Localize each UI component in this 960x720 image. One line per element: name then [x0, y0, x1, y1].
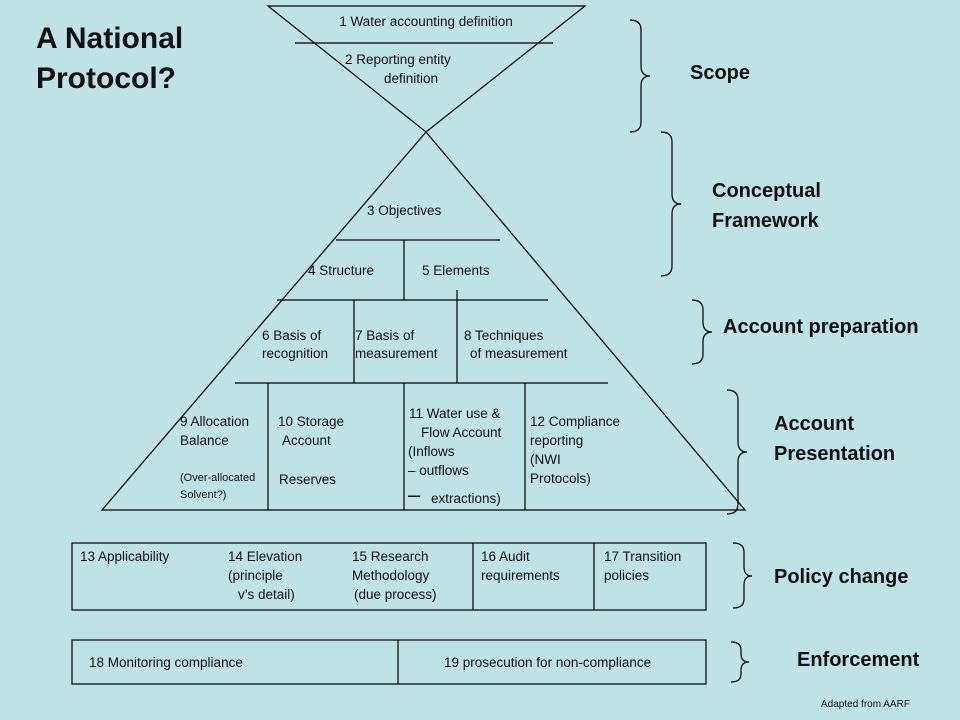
- section-conceptual-line2: Framework: [712, 210, 819, 232]
- brace-policy: [732, 542, 753, 609]
- flow-line4: – outflows: [408, 463, 469, 478]
- elements-label: 5 Elements: [422, 263, 490, 278]
- compliance-line3: (NWI: [530, 452, 561, 467]
- allocation-note-line2: Solvent?): [180, 489, 227, 501]
- transition-line1: 17 Transition: [604, 549, 682, 564]
- elevation-line2: (principle: [228, 568, 283, 583]
- audit-line1: 16 Audit: [481, 549, 530, 564]
- research-line2: Methodology: [352, 568, 430, 583]
- allocation-line2: Balance: [180, 433, 229, 448]
- flow-line1: 11 Water use &: [409, 406, 501, 421]
- flow-line2: Flow Account: [421, 425, 502, 440]
- section-enforcement: Enforcement: [797, 649, 920, 671]
- elevation-line1: 14 Elevation: [228, 549, 303, 564]
- structure-label: 4 Structure: [308, 263, 375, 278]
- funnel-item-2-line1: 2 Reporting entity: [345, 52, 451, 67]
- compliance-line4: Protocols): [530, 471, 591, 486]
- credit-note: Adapted from AARF: [821, 699, 910, 710]
- brace-preparation: [691, 299, 713, 365]
- compliance-line2: reporting: [530, 433, 584, 448]
- recognition-line1: 6 Basis of: [262, 328, 322, 343]
- section-policy: Policy change: [774, 566, 909, 588]
- pyramid-shape: [100, 131, 747, 511]
- transition-line2: policies: [604, 568, 650, 583]
- allocation-line1: 9 Allocation: [180, 414, 250, 429]
- enforcement-box: [71, 639, 707, 685]
- brace-presentation: [726, 389, 748, 515]
- techniques-line1: 8 Techniques: [464, 328, 544, 343]
- storage-line1: 10 Storage: [278, 414, 345, 429]
- monitoring-label: 18 Monitoring compliance: [89, 655, 243, 670]
- funnel-item-1: 1 Water accounting definition: [339, 14, 513, 29]
- storage-line3: Reserves: [279, 472, 337, 487]
- brace-enforcement: [730, 641, 750, 683]
- objectives-label: 3 Objectives: [367, 203, 442, 218]
- funnel-item-2-line2: definition: [384, 71, 439, 86]
- title-line1: A National: [36, 22, 184, 55]
- applicability-label: 13 Applicability: [80, 549, 170, 564]
- flow-line5: extractions): [431, 491, 501, 506]
- research-line3: (due process): [354, 587, 437, 602]
- section-preparation: Account preparation: [723, 316, 919, 338]
- elevation-line3: v’s detail): [238, 587, 295, 602]
- policy-box: [71, 542, 707, 611]
- audit-line2: requirements: [481, 568, 560, 583]
- brace-scope: [629, 19, 651, 133]
- funnel-shape: [266, 5, 587, 133]
- allocation-note-line1: (Over-allocated: [180, 472, 256, 484]
- prosecution-label: 19 prosecution for non-compliance: [444, 655, 652, 670]
- title-line2: Protocol?: [36, 62, 176, 95]
- techniques-line2: of measurement: [470, 346, 568, 361]
- section-presentation-line2: Presentation: [774, 443, 896, 465]
- measurement-line1: 7 Basis of: [355, 328, 415, 343]
- recognition-line2: recognition: [262, 346, 329, 361]
- brace-conceptual: [660, 131, 682, 277]
- section-conceptual-line1: Conceptual: [712, 180, 821, 202]
- section-scope: Scope: [690, 62, 751, 84]
- flow-line3: (Inflows: [408, 444, 455, 459]
- research-line1: 15 Research: [352, 549, 429, 564]
- compliance-line1: 12 Compliance: [530, 414, 621, 429]
- flow-dash: –: [408, 482, 421, 507]
- section-presentation-line1: Account: [774, 413, 854, 435]
- measurement-line2: measurement: [355, 346, 438, 361]
- storage-line2: Account: [282, 433, 331, 448]
